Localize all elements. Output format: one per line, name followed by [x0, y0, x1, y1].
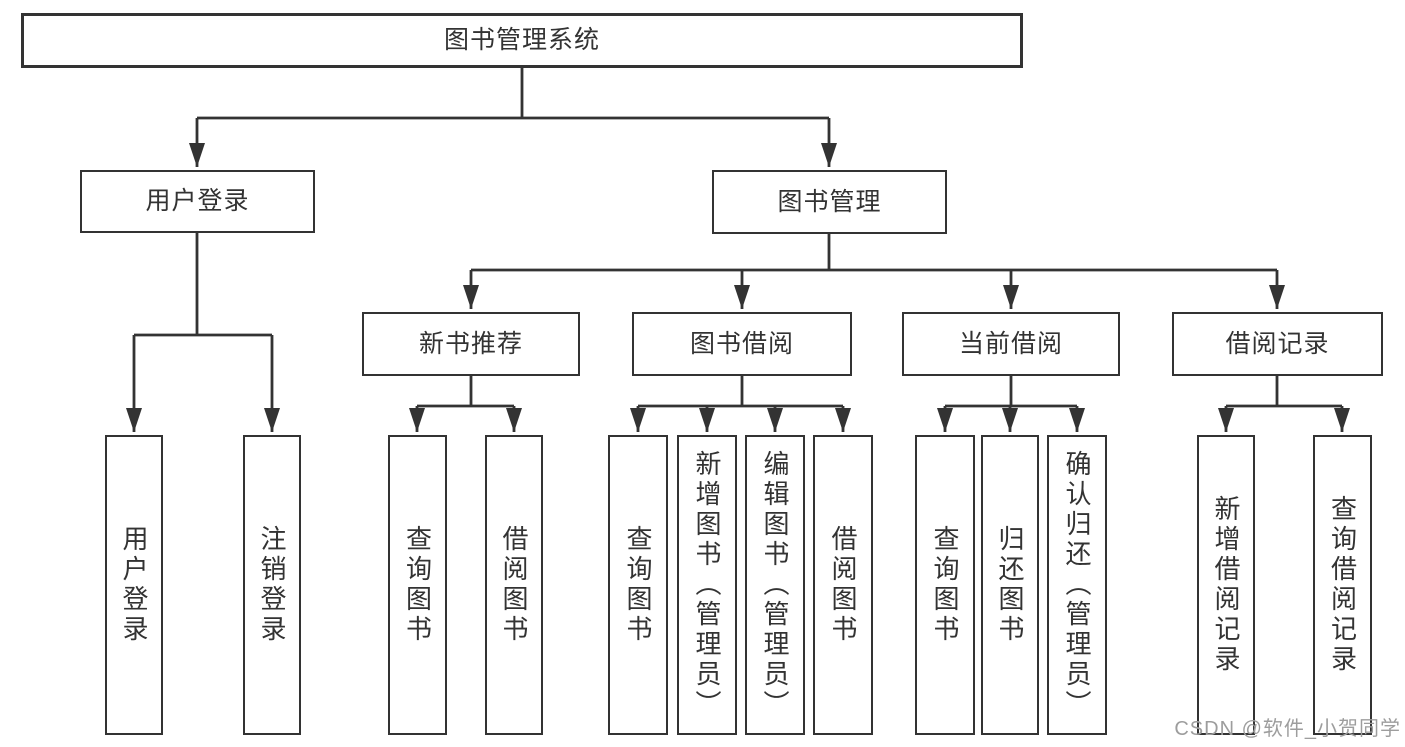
node-label: 查询图书 [402, 525, 433, 645]
leaf-current-query-books: 查询图书 [915, 435, 975, 735]
node-label: 借阅记录 [1225, 329, 1330, 358]
node-book-borrowing: 图书借阅 [632, 312, 852, 376]
node-label: 归还图书 [995, 525, 1025, 645]
node-label: 借阅图书 [828, 525, 858, 645]
leaf-borrow-add-books-admin: 新增图书（管理员） [677, 435, 737, 735]
node-label: 查询图书 [930, 525, 960, 645]
node-user-login: 用户登录 [80, 170, 315, 233]
leaf-records-query-borrow-record: 查询借阅记录 [1313, 435, 1372, 735]
leaf-current-confirm-return-admin: 确认归还（管理员） [1047, 435, 1107, 735]
node-library-management-system: 图书管理系统 [21, 13, 1023, 68]
node-label: 新增图书（管理员） [692, 450, 722, 720]
node-label: 确认归还（管理员） [1062, 450, 1092, 720]
leaf-records-add-borrow-record: 新增借阅记录 [1197, 435, 1255, 735]
csdn-watermark: CSDN @软件_小贺同学 [1174, 718, 1401, 740]
leaf-newbook-borrow-books: 借阅图书 [485, 435, 543, 735]
node-borrowing-records: 借阅记录 [1172, 312, 1383, 376]
leaf-borrow-borrow-books: 借阅图书 [813, 435, 873, 735]
node-label: 图书管理系统 [443, 26, 600, 54]
node-label: 用户登录 [119, 525, 149, 645]
node-label: 编辑图书（管理员） [760, 450, 790, 720]
leaf-current-return-books: 归还图书 [981, 435, 1039, 735]
leaf-borrow-edit-books-admin: 编辑图书（管理员） [745, 435, 805, 735]
node-label: 当前借阅 [958, 329, 1063, 358]
node-book-management: 图书管理 [712, 170, 947, 234]
leaf-borrow-query-books: 查询图书 [608, 435, 668, 735]
leaf-user-login: 用户登录 [105, 435, 163, 735]
node-label: 新增借阅记录 [1211, 495, 1241, 675]
node-current-borrowing: 当前借阅 [902, 312, 1120, 376]
node-label: 查询借阅记录 [1327, 495, 1358, 675]
leaf-logout: 注销登录 [243, 435, 301, 735]
node-label: 用户登录 [145, 187, 250, 215]
leaf-newbook-query-books: 查询图书 [388, 435, 447, 735]
node-label: 注销登录 [257, 525, 287, 645]
node-new-book-recommend: 新书推荐 [362, 312, 580, 376]
node-label: 新书推荐 [418, 329, 523, 358]
node-label: 图书借阅 [689, 329, 794, 358]
node-label: 查询图书 [623, 525, 653, 645]
node-label: 借阅图书 [499, 525, 529, 645]
connector-arrows [126, 118, 1350, 432]
node-label: 图书管理 [777, 187, 882, 216]
